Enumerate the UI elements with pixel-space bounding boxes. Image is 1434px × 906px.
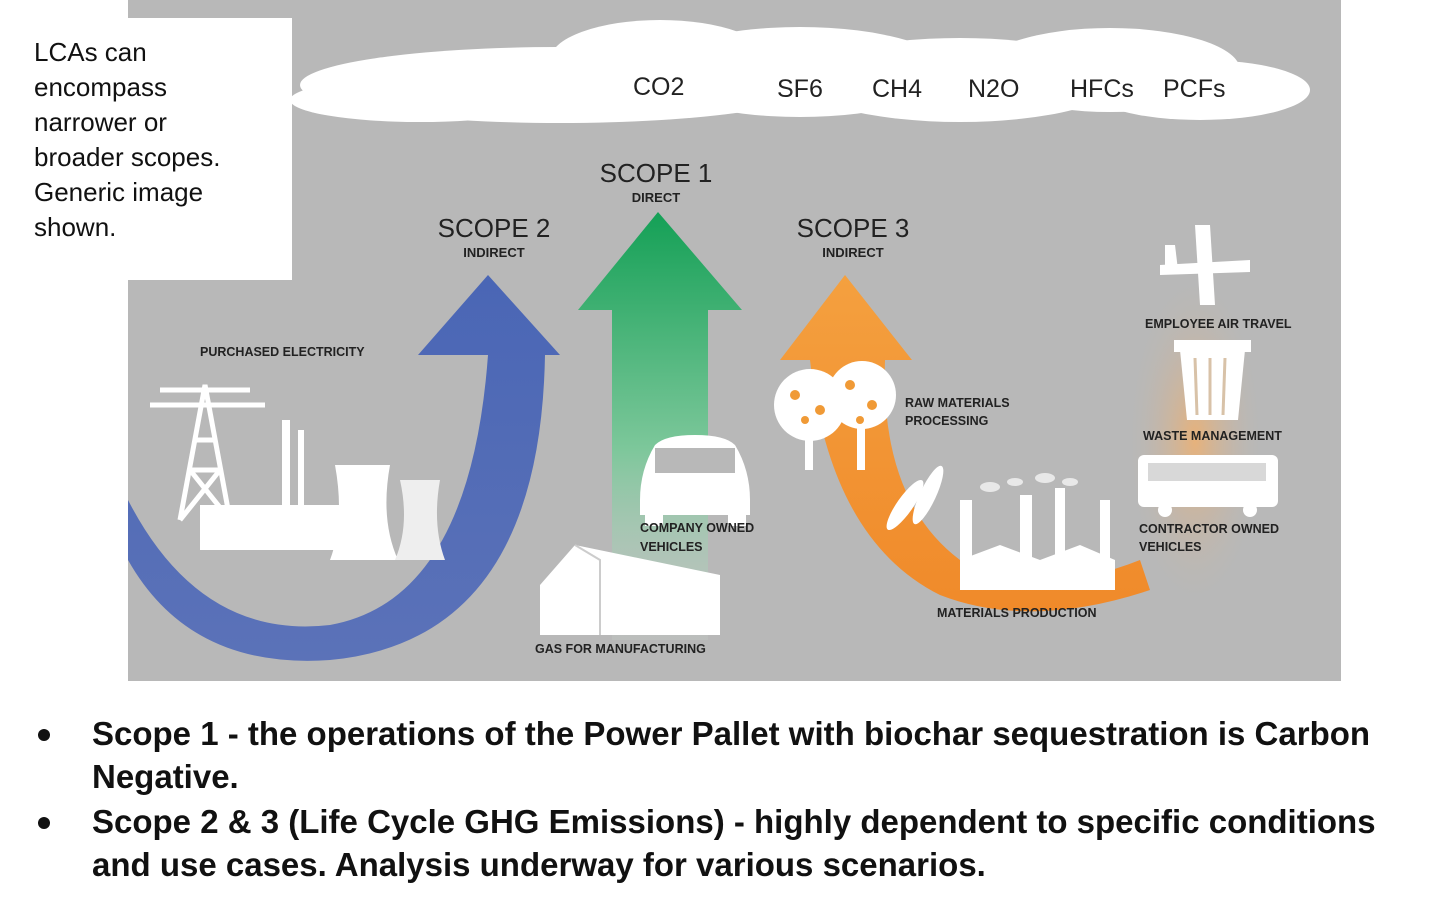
airplane-icon — [1160, 225, 1250, 305]
company-car-icon — [640, 435, 750, 526]
scope-1-subtitle: DIRECT — [632, 190, 680, 205]
scope-3-subtitle: INDIRECT — [822, 245, 883, 260]
label-contractor-vehicles-2: VEHICLES — [1139, 540, 1202, 554]
trees-icon — [774, 361, 896, 470]
scope-1-title: SCOPE 1 — [600, 158, 713, 188]
bullet-scope-2-3: Scope 2 & 3 (Life Cycle GHG Emissions) -… — [0, 800, 1434, 886]
label-purchased-electricity: PURCHASED ELECTRICITY — [200, 345, 365, 359]
scope-1-arrow — [578, 212, 742, 640]
factory-icon — [200, 420, 445, 560]
label-company-vehicles-2: VEHICLES — [640, 540, 703, 554]
scope-2-arrow — [128, 275, 560, 661]
scope-3-title: SCOPE 3 — [797, 213, 910, 243]
bullet-dot — [38, 817, 50, 829]
gas-label-co2: CO2 — [633, 73, 684, 101]
contractor-bus-icon — [1138, 455, 1278, 517]
waste-bin-icon — [1174, 340, 1251, 420]
gas-label-pcfs: PCFs — [1163, 75, 1226, 103]
gas-building-icon — [540, 544, 720, 635]
gas-label-ch4: CH4 — [872, 75, 922, 103]
bullet-dot — [38, 729, 50, 741]
label-raw-materials-1: RAW MATERIALS — [905, 396, 1010, 410]
gas-label-n2o: N2O — [968, 75, 1019, 103]
scope-3-arrow — [780, 275, 1150, 612]
gas-label-hfcs: HFCs — [1070, 75, 1134, 103]
scope-2-subtitle: INDIRECT — [463, 245, 524, 260]
label-contractor-vehicles-1: CONTRACTOR OWNED — [1139, 522, 1279, 536]
lca-note-text: LCAs can encompass narrower or broader s… — [34, 37, 221, 242]
lca-note-box: LCAs can encompass narrower or broader s… — [0, 18, 292, 280]
label-company-vehicles-1: COMPANY OWNED — [640, 521, 754, 535]
label-materials-production: MATERIALS PRODUCTION — [937, 606, 1097, 620]
scope-diagram: CO2 SF6 CH4 N2O HFCs PCFs SCOPE 1 DIRECT… — [128, 0, 1341, 681]
emissions-cloud — [290, 20, 1310, 123]
label-gas-manufacturing: GAS FOR MANUFACTURING — [535, 642, 706, 656]
bullet-text: Scope 1 - the operations of the Power Pa… — [92, 715, 1371, 795]
label-raw-materials-2: PROCESSING — [905, 414, 988, 428]
gas-label-sf6: SF6 — [777, 75, 823, 103]
bullet-scope-1: Scope 1 - the operations of the Power Pa… — [0, 712, 1434, 798]
wheat-icon — [886, 465, 944, 530]
summary-bullets: Scope 1 - the operations of the Power Pa… — [0, 712, 1434, 888]
label-employee-air-travel: EMPLOYEE AIR TRAVEL — [1145, 317, 1292, 331]
label-waste-management: WASTE MANAGEMENT — [1143, 429, 1282, 443]
bullet-text: Scope 2 & 3 (Life Cycle GHG Emissions) -… — [92, 803, 1376, 883]
materials-factory-icon — [960, 473, 1115, 590]
scope-2-title: SCOPE 2 — [438, 213, 551, 243]
